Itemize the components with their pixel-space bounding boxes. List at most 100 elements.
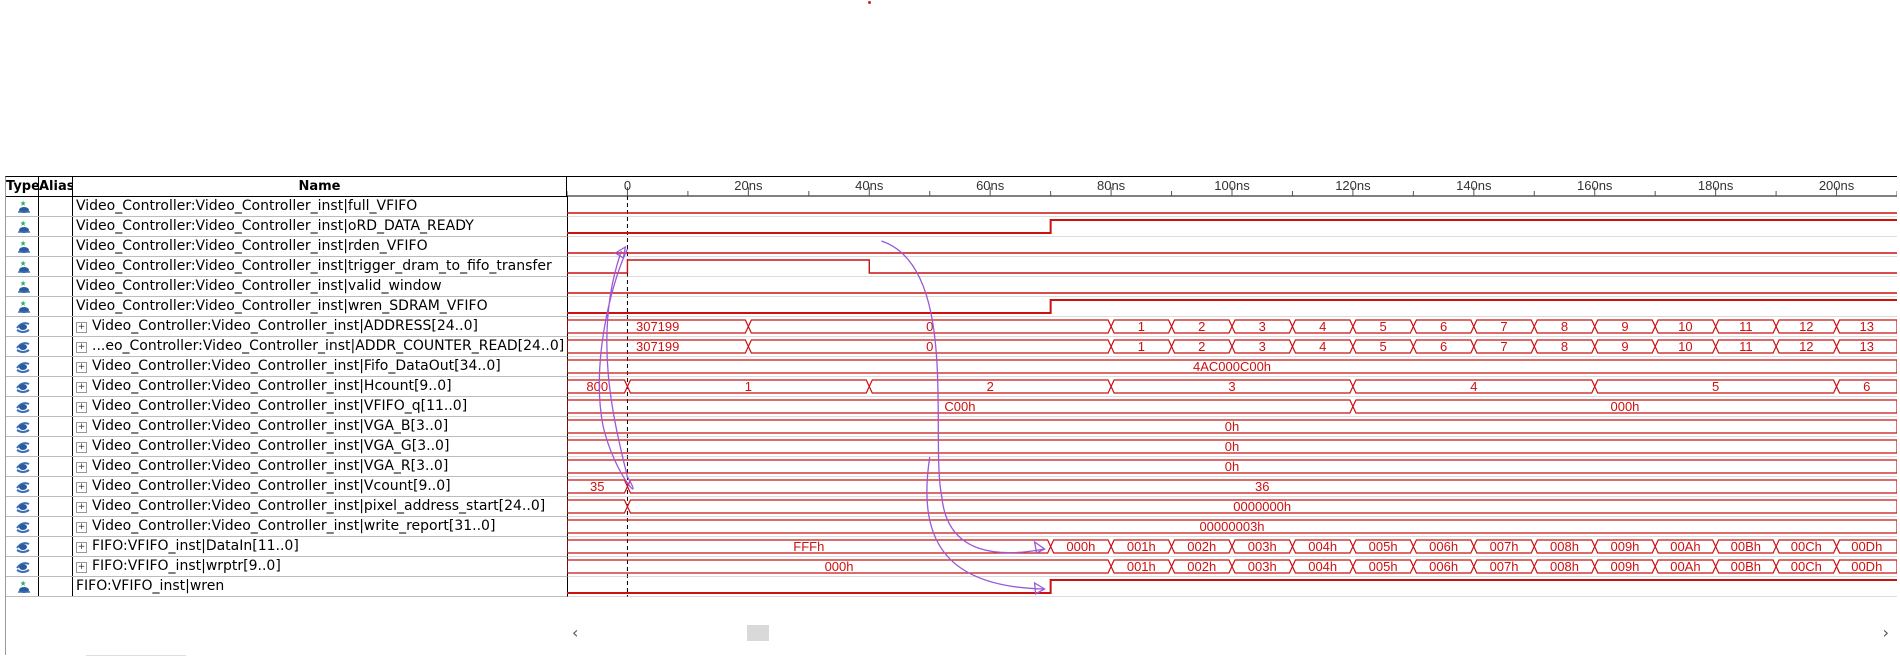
signal-name[interactable]: +Video_Controller:Video_Controller_inst|… (76, 397, 467, 416)
signal-row[interactable]: +FIFO:VFIFO_inst|wrptr[9..0] (6, 557, 567, 577)
bus-value-label: 6 (1440, 319, 1447, 334)
bus-value-label: 12 (1799, 319, 1813, 334)
signal-type-cell (6, 517, 39, 536)
expand-icon[interactable]: + (76, 382, 87, 393)
signal-waveform: 0000000h (567, 499, 1897, 514)
signal-alias-cell (39, 457, 73, 476)
scrollbar-thumb[interactable] (747, 625, 769, 641)
bus-value-label: 007h (1490, 559, 1519, 574)
bus-value-label: 800 (586, 379, 608, 394)
signal-name[interactable]: +FIFO:VFIFO_inst|DataIn[11..0] (76, 537, 299, 556)
signal-name[interactable]: FIFO:VFIFO_inst|wren (76, 577, 224, 596)
output-pin-icon (18, 200, 30, 213)
signal-name[interactable]: +Video_Controller:Video_Controller_inst|… (76, 317, 478, 336)
expand-icon[interactable]: + (76, 482, 87, 493)
signal-row[interactable]: Video_Controller:Video_Controller_inst|o… (6, 217, 567, 237)
bus-value-label: 001h (1127, 539, 1156, 554)
signal-row[interactable]: +Video_Controller:Video_Controller_inst|… (6, 497, 567, 517)
bus-value-label: 5 (1380, 319, 1387, 334)
expand-icon[interactable]: + (76, 422, 87, 433)
bus-value-label: 004h (1308, 539, 1337, 554)
type-column-header[interactable]: Type (6, 177, 40, 197)
bus-value-label: 13 (1860, 339, 1874, 354)
bus-value-label: 4 (1470, 379, 1477, 394)
signal-type-cell (6, 317, 39, 336)
time-tick-label: 180ns (1698, 178, 1734, 193)
signal-name[interactable]: Video_Controller:Video_Controller_inst|r… (76, 237, 428, 256)
signal-row[interactable]: FIFO:VFIFO_inst|wren (6, 577, 567, 597)
signal-name[interactable]: Video_Controller:Video_Controller_inst|v… (76, 277, 442, 296)
signal-type-cell (6, 457, 39, 476)
signal-type-cell (6, 577, 39, 596)
bus-icon (16, 542, 30, 553)
signal-row[interactable]: +Video_Controller:Video_Controller_inst|… (6, 517, 567, 537)
signal-name[interactable]: +FIFO:VFIFO_inst|wrptr[9..0] (76, 557, 281, 576)
signal-alias-cell (39, 257, 73, 276)
expand-icon[interactable]: + (76, 562, 87, 573)
signal-row[interactable]: Video_Controller:Video_Controller_inst|w… (6, 297, 567, 317)
bus-value-label: 00Bh (1731, 539, 1761, 554)
signal-row[interactable]: +Video_Controller:Video_Controller_inst|… (6, 437, 567, 457)
bus-icon (16, 322, 30, 333)
expand-icon[interactable]: + (76, 502, 87, 513)
scroll-left-icon[interactable]: ‹ (572, 623, 579, 642)
signal-row[interactable]: + Video_Controller:Video_Controller_inst|… (6, 477, 567, 497)
signal-row[interactable]: +Video_Controller:Video_Controller_inst|… (6, 317, 567, 337)
expand-icon[interactable]: + (76, 342, 87, 353)
signal-row[interactable]: Video_Controller:Video_Controller_inst|r… (6, 237, 567, 257)
signal-row[interactable]: +FIFO:VFIFO_inst|DataIn[11..0] (6, 537, 567, 557)
signal-name[interactable]: +Video_Controller:Video_Controller_inst|… (76, 497, 545, 516)
expand-icon[interactable]: + (76, 522, 87, 533)
signal-name[interactable]: +Video_Controller:Video_Controller_inst|… (76, 457, 448, 476)
bus-value-label: 4AC000C00h (1193, 359, 1271, 374)
signal-waveform: 0h (567, 419, 1897, 434)
signal-type-cell (6, 437, 39, 456)
signal-row[interactable]: +Video_Controller:Video_Controller_inst|… (6, 357, 567, 377)
signal-name[interactable]: +Video_Controller:Video_Controller_inst|… (76, 517, 495, 536)
signal-row[interactable]: Video_Controller:Video_Controller_inst|t… (6, 257, 567, 277)
signal-name[interactable]: + Video_Controller:Video_Controller_inst|… (76, 477, 451, 496)
output-pin-icon (18, 300, 30, 313)
expand-icon[interactable]: + (76, 402, 87, 413)
horizontal-scrollbar[interactable]: ‹ › (567, 624, 1897, 642)
signal-name[interactable]: Video_Controller:Video_Controller_inst|f… (76, 197, 417, 216)
signal-row[interactable]: +Video_Controller:Video_Controller_inst|… (6, 377, 567, 397)
signal-name[interactable]: Video_Controller:Video_Controller_inst|o… (76, 217, 474, 236)
signal-name[interactable]: +Video_Controller:Video_Controller_inst|… (76, 417, 448, 436)
scroll-right-icon[interactable]: › (1882, 623, 1889, 642)
signal-name[interactable]: +Video_Controller:Video_Controller_inst|… (76, 437, 449, 456)
signal-name[interactable]: Video_Controller:Video_Controller_inst|w… (76, 297, 488, 316)
expand-icon[interactable]: + (76, 442, 87, 453)
signal-row[interactable]: +Video_Controller:Video_Controller_inst|… (6, 397, 567, 417)
bus-value-label: 004h (1308, 559, 1337, 574)
alias-column-header[interactable]: Alias (39, 177, 74, 197)
signal-name[interactable]: Video_Controller:Video_Controller_inst|t… (76, 257, 552, 276)
signal-alias-cell (39, 537, 73, 556)
expand-icon[interactable]: + (76, 362, 87, 373)
signal-name[interactable]: +Video_Controller:Video_Controller_inst|… (76, 357, 501, 376)
annotation-arrow (926, 456, 1045, 590)
signal-name-label: Video_Controller:Video_Controller_inst|V… (92, 478, 451, 494)
signal-row[interactable]: Video_Controller:Video_Controller_inst|v… (6, 277, 567, 297)
signal-name[interactable]: +...eo_Controller:Video_Controller_inst|… (76, 337, 564, 356)
signal-type-cell (6, 497, 39, 516)
signal-row[interactable]: +Video_Controller:Video_Controller_inst|… (6, 417, 567, 437)
bit-trace (567, 259, 1897, 274)
bus-icon (16, 402, 30, 413)
expand-icon[interactable]: + (76, 542, 87, 553)
output-pin-icon (18, 220, 30, 233)
signal-name[interactable]: +Video_Controller:Video_Controller_inst|… (76, 377, 452, 396)
expand-icon[interactable]: + (76, 462, 87, 473)
signal-name-label: Video_Controller:Video_Controller_inst|o… (76, 218, 474, 234)
signal-row[interactable]: Video_Controller:Video_Controller_inst|f… (6, 197, 567, 217)
bus-segment (1835, 319, 1897, 334)
name-column-header[interactable]: Name (73, 177, 567, 197)
signal-row[interactable]: +Video_Controller:Video_Controller_inst|… (6, 457, 567, 477)
signal-name-label: Video_Controller:Video_Controller_inst|f… (76, 198, 418, 214)
expand-icon[interactable]: + (76, 322, 87, 333)
signal-row[interactable]: +...eo_Controller:Video_Controller_inst|… (6, 337, 567, 357)
bus-value-label: 7 (1500, 319, 1507, 334)
